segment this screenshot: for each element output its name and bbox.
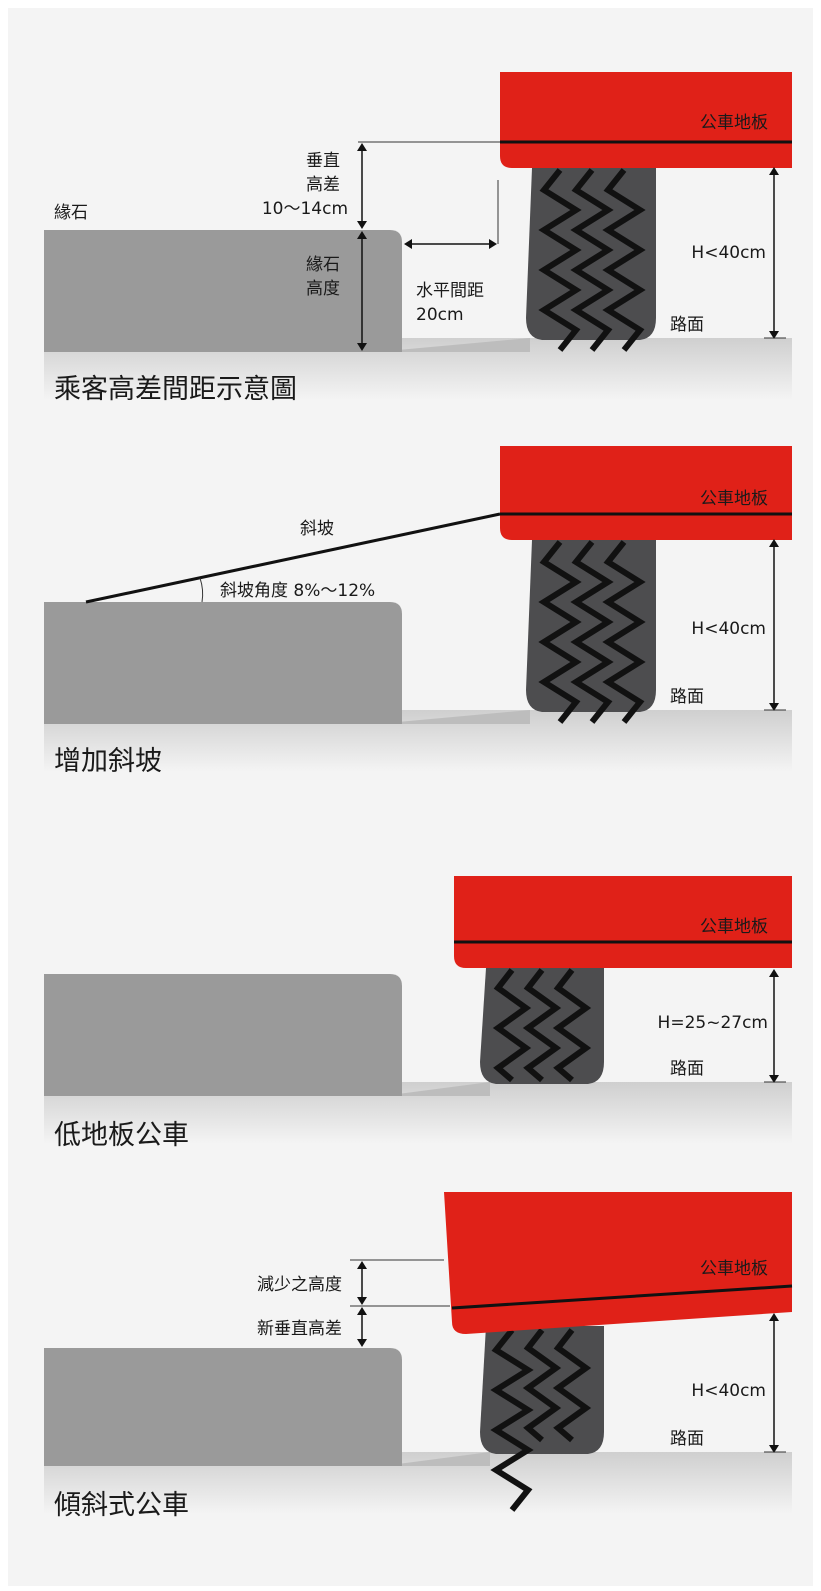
vertical-gap-label: 高差 <box>306 175 340 195</box>
road-slope <box>398 338 530 352</box>
bus-body <box>444 1192 792 1334</box>
curb-height-label: 緣石 <box>306 255 340 275</box>
panel-caption: 傾斜式公車 <box>54 1490 189 1521</box>
ramp-angle-label: 斜坡角度 8%〜12% <box>220 581 375 601</box>
panel-3: 公車地板 H=25~27cm 路面 低地板公車 <box>44 876 792 1151</box>
ramp-line <box>85 512 501 604</box>
ramp-label: 斜坡 <box>300 519 334 539</box>
vertical-gap-value: 10〜14cm <box>262 199 348 219</box>
panel-1: 緣石 垂直 高差 10〜14cm 緣石 高度 水平間距 20cm 公車地板 H<… <box>44 72 792 405</box>
arrow-head <box>769 1075 779 1083</box>
road-slope <box>398 1082 490 1096</box>
bus-body <box>454 876 792 968</box>
panel-2: 斜坡 斜坡角度 8%〜12% 公車地板 H<40cm 路面 增加斜坡 <box>44 446 792 777</box>
arrow-head <box>769 331 779 339</box>
new-gap-label: 新垂直高差 <box>257 1319 342 1339</box>
arrow-head <box>357 221 367 229</box>
curb-label: 緣石 <box>54 203 88 223</box>
arrow-head <box>357 1307 367 1315</box>
arrow-head <box>357 143 367 151</box>
panel-caption: 增加斜坡 <box>54 746 162 777</box>
panel-caption: 低地板公車 <box>54 1120 189 1151</box>
arrow-head <box>489 239 497 249</box>
height-label: H<40cm <box>691 243 766 263</box>
bus-body <box>500 446 792 540</box>
bus-floor-label: 公車地板 <box>700 113 768 133</box>
curb <box>44 1348 402 1466</box>
arrow-head <box>769 1445 779 1453</box>
height-label: H<40cm <box>691 619 766 639</box>
horizontal-gap-label: 水平間距 <box>416 281 484 301</box>
road-label: 路面 <box>670 1429 704 1449</box>
road-slope <box>398 1452 490 1466</box>
curb <box>44 974 402 1096</box>
curb-height-label: 高度 <box>306 279 340 299</box>
arrow-head <box>769 539 779 547</box>
road-label: 路面 <box>670 315 704 335</box>
arrow-head <box>357 1339 367 1347</box>
panel-4: 減少之高度 新垂直高差 公車地板 H<40cm 路面 傾斜式公車 <box>44 1192 793 1521</box>
arrow-head <box>357 1297 367 1305</box>
arrow-head <box>357 1261 367 1269</box>
arrow-head <box>357 231 367 239</box>
arrow-head <box>404 239 412 249</box>
horizontal-gap-value: 20cm <box>416 305 464 325</box>
arrow-head <box>357 343 367 351</box>
curb <box>44 230 402 352</box>
bus-floor-line <box>451 1284 793 1310</box>
arrow-head <box>769 969 779 977</box>
bus-floor-label: 公車地板 <box>700 1259 768 1279</box>
arrow-head <box>769 1313 779 1321</box>
bus-body <box>500 72 792 168</box>
curb <box>44 602 402 724</box>
arrow-head <box>769 167 779 175</box>
reduced-height-label: 減少之高度 <box>257 1275 342 1295</box>
height-label: H<40cm <box>691 1381 766 1401</box>
arrow-head <box>769 703 779 711</box>
ramp-angle-arc <box>199 577 204 603</box>
road-label: 路面 <box>670 1059 704 1079</box>
bus-floor-label: 公車地板 <box>700 489 768 509</box>
height-label: H=25~27cm <box>658 1013 768 1033</box>
road-slope <box>398 710 530 724</box>
vertical-gap-label: 垂直 <box>306 151 340 171</box>
bus-floor-label: 公車地板 <box>700 917 768 937</box>
road-label: 路面 <box>670 687 704 707</box>
panel-caption: 乘客高差間距示意圖 <box>54 374 297 405</box>
